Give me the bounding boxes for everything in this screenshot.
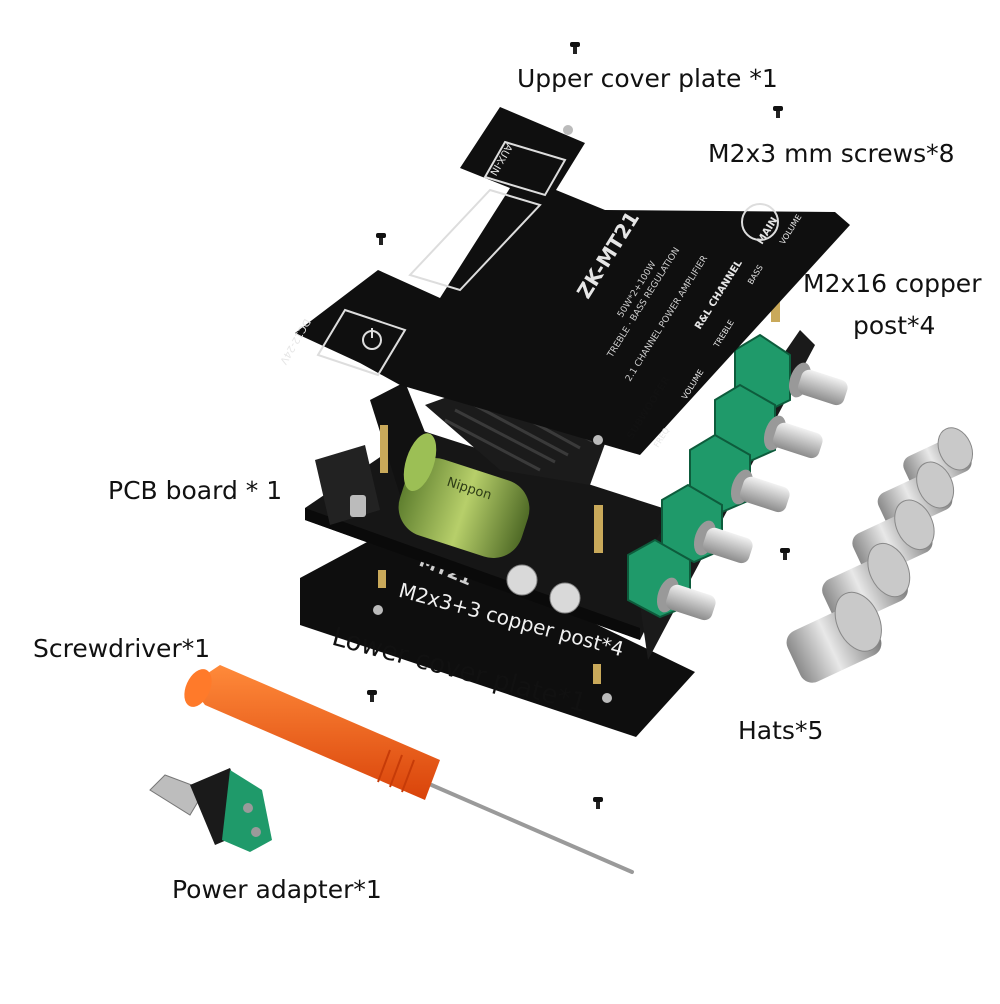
label-pcb-board: PCB board * 1 (108, 476, 283, 505)
small-capacitor (506, 564, 538, 596)
copper-post-short (593, 664, 601, 684)
power-adapter (149, 768, 272, 852)
dc-jack (315, 445, 380, 525)
screw-icon (570, 42, 580, 54)
label-screwdriver: Screwdriver*1 (33, 634, 211, 663)
label-copper-post-long-line2: post*4 (853, 311, 936, 340)
volume-dial-icon (741, 203, 779, 241)
copper-post-long (594, 505, 603, 553)
label-upper-cover: Upper cover plate *1 (517, 64, 778, 93)
power-icon (316, 308, 407, 377)
aux-in-icon (483, 140, 567, 197)
upper-plate-dc-text: DC12-24V (277, 317, 312, 366)
label-hats: Hats*5 (738, 716, 824, 745)
knob-hat (786, 591, 882, 683)
screw-icon (376, 233, 386, 245)
screwdriver (184, 665, 634, 874)
copper-post-short (378, 570, 386, 588)
speaker-icon (408, 188, 542, 292)
capacitor: Nippon (398, 433, 530, 559)
screw-icon (773, 106, 783, 118)
label-screws: M2x3 mm screws*8 (708, 139, 955, 168)
screw-icon (780, 548, 790, 560)
label-power-adapter: Power adapter*1 (172, 875, 382, 904)
copper-post-long (380, 425, 388, 473)
upper-cover-plate: ZK-MT21 50W*2+100W TREBLE · BASS REGULAT… (277, 107, 850, 455)
knob-shafts (656, 362, 848, 621)
screw-icon (593, 797, 603, 809)
lower-cover-plate (300, 527, 695, 737)
small-capacitor (549, 582, 581, 614)
screw-icon (367, 690, 377, 702)
label-copper-post-long: M2x16 copper (803, 269, 982, 298)
